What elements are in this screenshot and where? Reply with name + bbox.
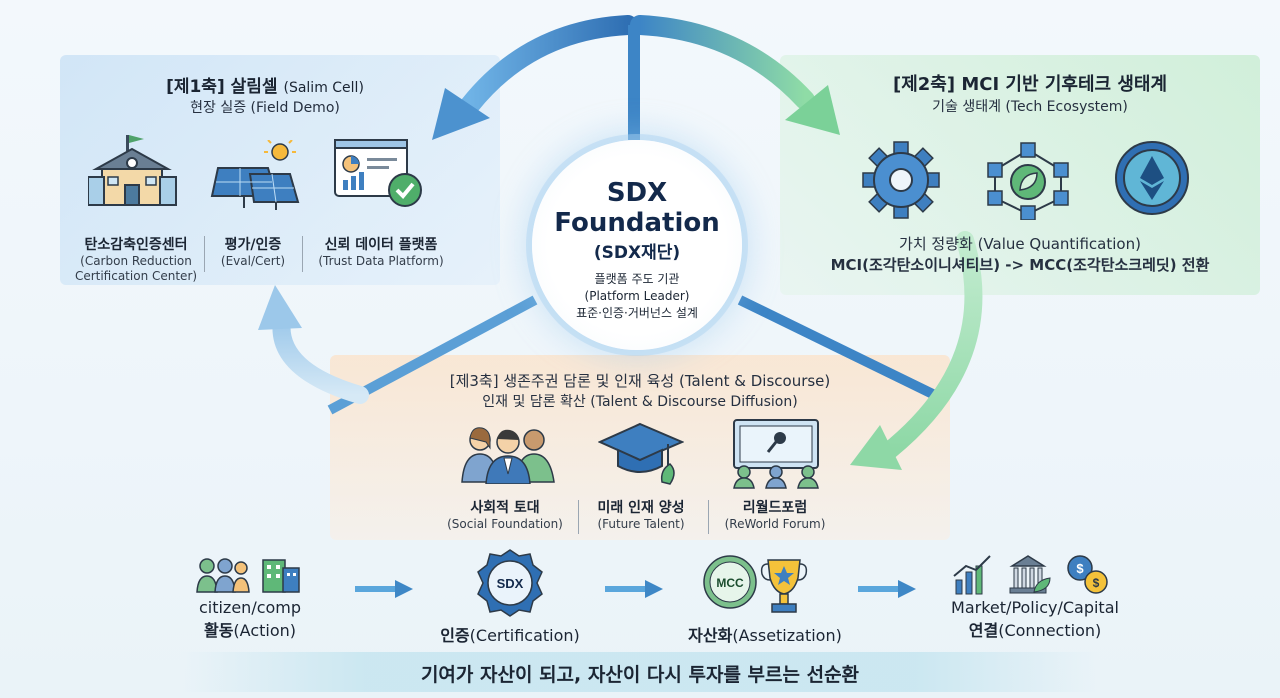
axis3-item-forum: 리월드포럼 (ReWorld Forum): [712, 497, 838, 532]
carbon-center-en1: (Carbon Reduction: [80, 254, 192, 268]
connection-en: (Connection): [998, 621, 1102, 640]
social-en: (Social Foundation): [447, 517, 563, 531]
solar-panel-icon: [210, 140, 300, 210]
axis2-title: [제2축] MCI 기반 기후테크 생태계: [892, 74, 1168, 95]
footer-text-wrap: 기여가 자산이 되고, 자산이 다시 투자를 부르는 선순환: [180, 660, 1100, 687]
flow-arrow-3: [858, 580, 916, 598]
axis3-header: [제3축] 생존주권 담론 및 인재 육성 (Talent & Discours…: [390, 370, 890, 411]
divider: [578, 500, 579, 534]
carbon-center-en2: Certification Center): [74, 269, 198, 283]
talent-label: 미래 인재 양성: [597, 500, 685, 516]
cert-ko: 인증: [440, 626, 470, 645]
footer-bar: [180, 652, 1100, 692]
footer-text: 기여가 자산이 되고, 자산이 다시 투자를 부르는 선순환: [420, 664, 860, 686]
axis3-title-en: (Talent & Discourse): [679, 372, 831, 390]
spoke-right: [737, 295, 948, 405]
axis1-subtitle: 현장 실증 (Field Demo): [190, 100, 340, 116]
axis1-title-en: (Salim Cell): [283, 80, 364, 96]
svg-text:$: $: [1076, 561, 1084, 576]
cert-en: (Certification): [469, 626, 580, 645]
arrow-right: [881, 231, 983, 459]
axis3-subtitle: 인재 및 담론 확산 (Talent & Discourse Diffusion…: [482, 394, 798, 410]
citizen-company-icon: [196, 558, 300, 593]
forum-label: 리월드포럼: [742, 500, 808, 516]
coin-icon: [1115, 141, 1189, 215]
carbon-center-label: 탄소감축인증센터: [84, 237, 188, 253]
action-en: (Action): [233, 621, 297, 640]
graduation-cap-icon: [598, 422, 684, 485]
axis1-item-trust-data: 신뢰 데이터 플랫폼 (Trust Data Platform): [306, 234, 456, 269]
flow-arrow-1: [355, 580, 413, 598]
divider: [302, 236, 303, 272]
flow-step-certification: 인증(Certification): [420, 622, 600, 646]
mcc-trophy-icon: MCC: [703, 555, 808, 613]
forum-en: (ReWorld Forum): [724, 517, 826, 531]
arrow-left: [272, 311, 369, 404]
divider: [204, 236, 205, 272]
axis2-header: [제2축] MCI 기반 기후테크 생태계 기술 생태계 (Tech Ecosy…: [860, 70, 1200, 116]
axis1-title: [제1축] 살림셀: [166, 77, 278, 97]
mci-to-mcc: MCI(조각탄소이니셔티브) -> MCC(조각탄소크레딧) 전환: [830, 256, 1210, 274]
divider: [708, 500, 709, 534]
mcc-badge-text: MCC: [716, 576, 744, 590]
people-icon: [461, 427, 555, 484]
arrow-head-top-right: [785, 85, 840, 135]
arrow-top-right: [630, 15, 815, 110]
axis1-item-carbon-center: 탄소감축인증센터 (Carbon Reduction Certification…: [66, 234, 206, 284]
arrow-head-top-left: [432, 88, 490, 140]
asset-ko: 자산화: [688, 626, 733, 645]
axis2-subtitle: 기술 생태계 (Tech Ecosystem): [932, 99, 1128, 115]
sdx-badge-text: SDX: [497, 576, 524, 591]
sdx-badge-icon: SDX: [477, 549, 543, 617]
connection-ko: 연결: [968, 621, 999, 640]
axis3-title: [제3축] 생존주권 담론 및 인재 육성: [449, 372, 675, 390]
school-building-icon: [88, 135, 177, 206]
forum-stage-icon: [733, 419, 819, 489]
connection-top: Market/Policy/Capital: [951, 598, 1119, 617]
eval-label: 평가/인증: [224, 237, 282, 253]
arrow-head-right: [850, 425, 902, 470]
axis1-item-eval: 평가/인증 (Eval/Cert): [208, 234, 298, 269]
social-label: 사회적 토대: [470, 500, 540, 516]
arrow-head-left: [258, 285, 302, 330]
axis3-item-talent: 미래 인재 양성 (Future Talent): [582, 497, 700, 532]
center-title-1: SDX: [606, 178, 668, 208]
center-desc-2: (Platform Leader): [584, 289, 690, 303]
trust-data-en: (Trust Data Platform): [318, 254, 444, 268]
action-ko: 활동: [203, 621, 234, 640]
axis3-item-social: 사회적 토대 (Social Foundation): [440, 497, 570, 532]
asset-en: (Assetization): [732, 626, 842, 645]
eval-en: (Eval/Cert): [220, 254, 286, 268]
axis1-header: [제1축] 살림셀 (Salim Cell) 현장 실증 (Field Demo…: [120, 72, 410, 117]
flow-arrow-2: [605, 580, 663, 598]
trust-data-label: 신뢰 데이터 플랫폼: [324, 237, 438, 253]
network-leaf-icon: [987, 142, 1069, 220]
axis2-text: 가치 정량화 (Value Quantification) MCI(조각탄소이니…: [800, 234, 1240, 276]
action-top: citizen/comp: [198, 598, 302, 617]
flow-step-assetization: 자산화(Assetization): [670, 622, 860, 646]
center-desc-3: 표준·인증·거버넌스 설계: [576, 306, 698, 320]
sdx-foundation-circle: SDX Foundation (SDX재단) 플랫폼 주도 기관 (Platfo…: [532, 140, 742, 350]
center-title-2: Foundation: [554, 208, 720, 238]
value-quantification: 가치 정량화 (Value Quantification): [899, 235, 1141, 253]
dashboard-check-icon: [334, 139, 422, 207]
arrow-top-left: [460, 15, 638, 115]
center-desc-1: 플랫폼 주도 기관: [594, 272, 680, 286]
flow-step-action: citizen/comp 활동(Action): [170, 598, 330, 641]
svg-text:$: $: [1093, 576, 1100, 590]
center-subtitle: (SDX재단): [593, 243, 681, 263]
talent-en: (Future Talent): [597, 517, 685, 531]
market-policy-capital-icon: $ $: [953, 555, 1108, 595]
flow-step-connection: Market/Policy/Capital 연결(Connection): [935, 598, 1135, 641]
gear-icon: [862, 141, 940, 219]
